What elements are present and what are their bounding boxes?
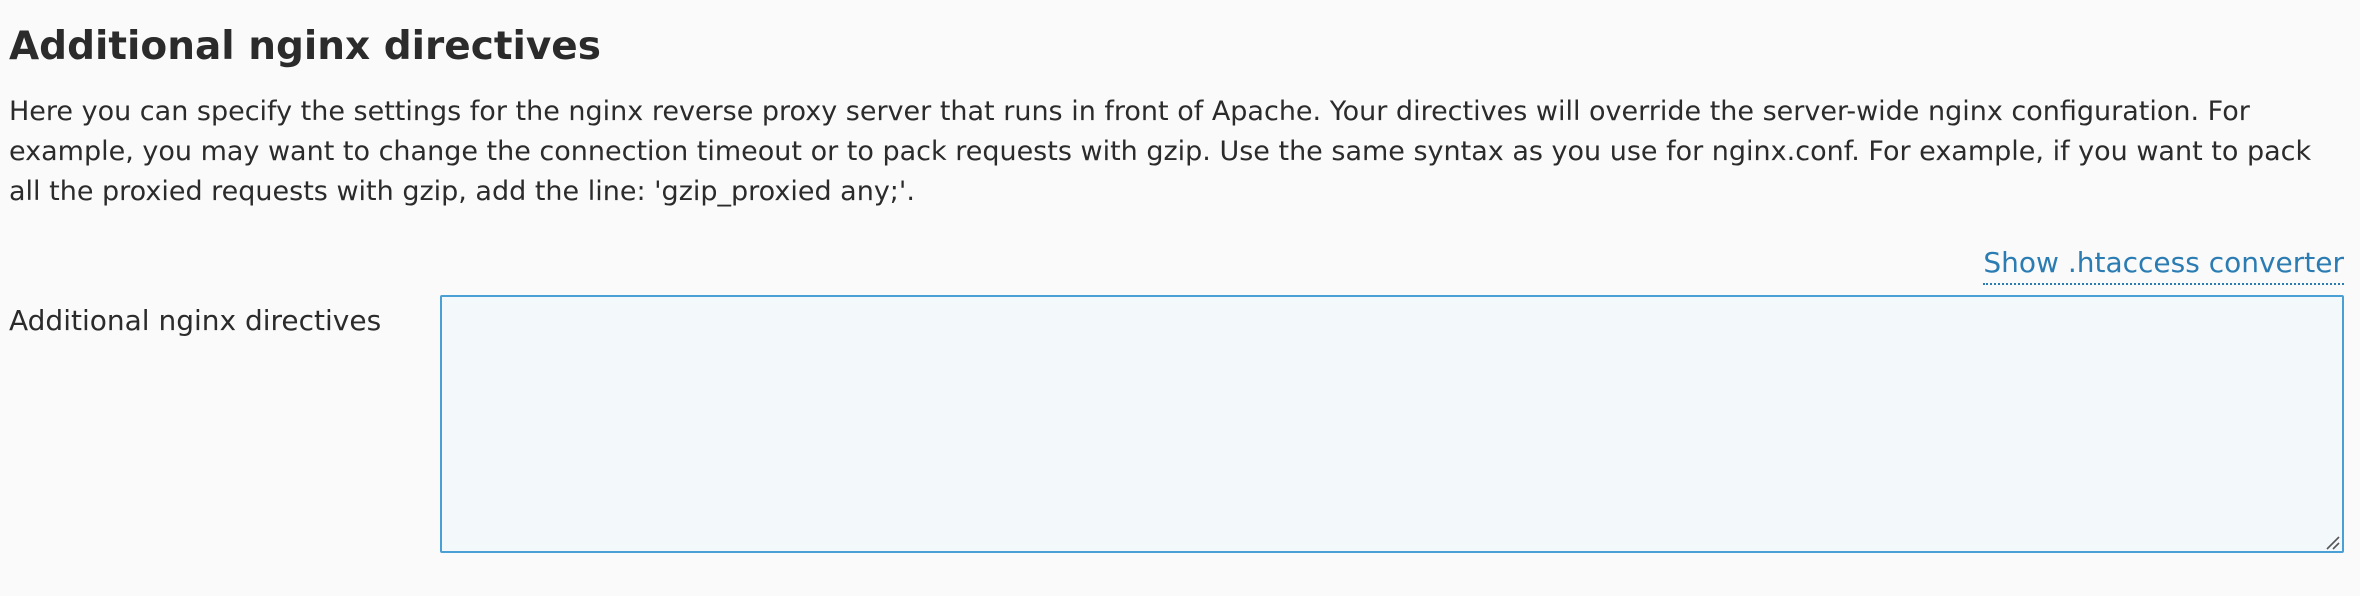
additional-nginx-directives-textarea[interactable] xyxy=(440,295,2344,553)
section-description: Here you can specify the settings for th… xyxy=(9,96,2312,207)
resize-grip-icon[interactable] xyxy=(2322,532,2340,550)
directives-field-label: Additional nginx directives xyxy=(9,304,382,337)
show-htaccess-converter-link[interactable]: Show .htaccess converter xyxy=(1983,243,2344,285)
section-title: Additional nginx directives xyxy=(9,24,601,69)
